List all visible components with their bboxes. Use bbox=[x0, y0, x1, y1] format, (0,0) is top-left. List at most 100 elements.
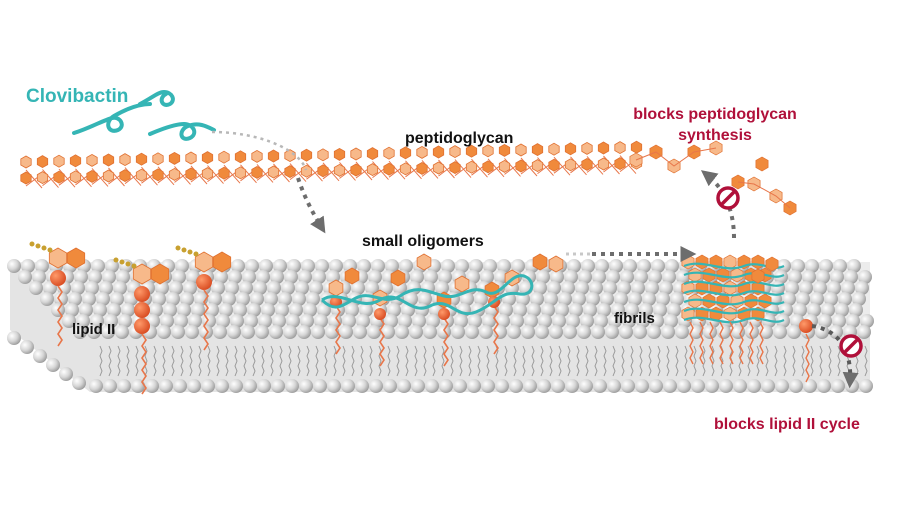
peptide-link bbox=[91, 168, 109, 187]
peptide-link bbox=[553, 156, 571, 176]
lipid-head bbox=[306, 292, 320, 306]
lipid-head bbox=[188, 314, 202, 328]
sugar-hexagon bbox=[328, 279, 344, 297]
lipid-tail bbox=[99, 345, 103, 377]
sugar-hexagon bbox=[135, 168, 148, 182]
lipid-head bbox=[631, 281, 645, 295]
lipid-tail bbox=[522, 345, 526, 377]
peptide-link bbox=[372, 161, 389, 180]
lipid-tail bbox=[207, 345, 211, 377]
lipid-head bbox=[480, 270, 494, 284]
lipid-head bbox=[659, 281, 673, 295]
lipid-head bbox=[815, 325, 829, 339]
sugar-hexagon bbox=[168, 167, 181, 181]
lipid-head bbox=[91, 259, 105, 273]
peptide-link bbox=[322, 162, 340, 182]
sugar-hexagon bbox=[548, 255, 564, 273]
lipid-tail bbox=[117, 345, 121, 377]
lipid-head bbox=[821, 303, 835, 317]
lipid-head bbox=[191, 303, 205, 317]
lipid-head bbox=[115, 325, 129, 339]
sugar-hexagon bbox=[267, 165, 280, 179]
sugar-hexagon bbox=[102, 169, 115, 183]
lipid-tail bbox=[792, 345, 796, 377]
lipid-head bbox=[231, 259, 245, 273]
sugar-hexagon bbox=[102, 153, 115, 167]
lipid-head bbox=[82, 292, 96, 306]
lipid-head bbox=[581, 259, 595, 273]
lipid-head bbox=[351, 281, 365, 295]
sugar-hexagon bbox=[317, 148, 329, 162]
lipid-head bbox=[395, 325, 409, 339]
lipid-head bbox=[270, 270, 284, 284]
lipid-tail bbox=[189, 345, 193, 377]
lipid-head bbox=[113, 281, 127, 295]
lipid-ii-sugar bbox=[212, 251, 232, 273]
lipid-head bbox=[799, 281, 813, 295]
lipid-head bbox=[409, 325, 423, 339]
lipid-head bbox=[355, 379, 369, 393]
lipid-head bbox=[287, 259, 301, 273]
pentapeptide-bead bbox=[41, 245, 47, 251]
peptide-link bbox=[207, 165, 224, 184]
peptide-link bbox=[487, 158, 505, 178]
lipid-head bbox=[72, 376, 86, 390]
lipid-head bbox=[552, 314, 566, 328]
lipid-head bbox=[622, 314, 636, 328]
lipid-head bbox=[609, 259, 623, 273]
lipid-head bbox=[670, 292, 684, 306]
lipid-head bbox=[510, 314, 524, 328]
peptide-link bbox=[190, 165, 208, 185]
sugar-hexagon bbox=[515, 159, 527, 173]
lipid-head bbox=[229, 379, 243, 393]
sugar-hexagon bbox=[465, 160, 478, 174]
lipid-head bbox=[551, 379, 565, 393]
clovibactin-chain bbox=[320, 274, 534, 316]
sugar-hexagon bbox=[350, 147, 362, 161]
lipid-head bbox=[107, 303, 121, 317]
lipid-head bbox=[530, 292, 544, 306]
lipid-head bbox=[99, 281, 113, 295]
peptide-link bbox=[124, 167, 142, 186]
lipid-head bbox=[399, 259, 413, 273]
lipid-tail bbox=[234, 345, 238, 377]
lipid-tail bbox=[450, 345, 454, 377]
lipid-tail bbox=[432, 345, 436, 377]
membrane bbox=[7, 259, 874, 393]
lipid-head bbox=[785, 281, 799, 295]
pentapeptide-bead bbox=[29, 241, 35, 247]
lipid-head bbox=[18, 270, 32, 284]
sugar-hexagon bbox=[416, 161, 428, 175]
lipid-head bbox=[569, 303, 583, 317]
lipid-head bbox=[163, 303, 177, 317]
sugar-hexagon bbox=[449, 145, 461, 159]
lipid-tail bbox=[333, 345, 337, 377]
lipid-head bbox=[460, 292, 474, 306]
lipid-head bbox=[87, 325, 101, 339]
lipid-head bbox=[859, 379, 873, 393]
lipid-head bbox=[267, 281, 281, 295]
lipid-head bbox=[244, 314, 258, 328]
lipid-head bbox=[65, 303, 79, 317]
lipid-tail bbox=[576, 345, 580, 377]
fibrils-label: fibrils bbox=[614, 310, 655, 327]
lipid-tail bbox=[468, 345, 472, 377]
lipid-head bbox=[233, 303, 247, 317]
sugar-hexagon bbox=[564, 142, 577, 156]
prenyl-tail bbox=[699, 321, 704, 365]
lipid-head bbox=[664, 314, 678, 328]
lipid-head bbox=[705, 379, 719, 393]
lipid-head bbox=[703, 325, 717, 339]
sugar-hexagon bbox=[344, 267, 360, 285]
lipid-tail bbox=[387, 345, 391, 377]
lipid-tail bbox=[513, 345, 517, 377]
lipid-head bbox=[46, 358, 60, 372]
lipid-head bbox=[424, 270, 438, 284]
lipid-head bbox=[761, 379, 775, 393]
lipid-tail bbox=[108, 345, 112, 377]
lipid-head bbox=[607, 379, 621, 393]
lipid-head bbox=[367, 325, 381, 339]
sugar-hexagon bbox=[333, 147, 346, 161]
prohibition-icon bbox=[716, 186, 740, 210]
lipid-head bbox=[105, 259, 119, 273]
